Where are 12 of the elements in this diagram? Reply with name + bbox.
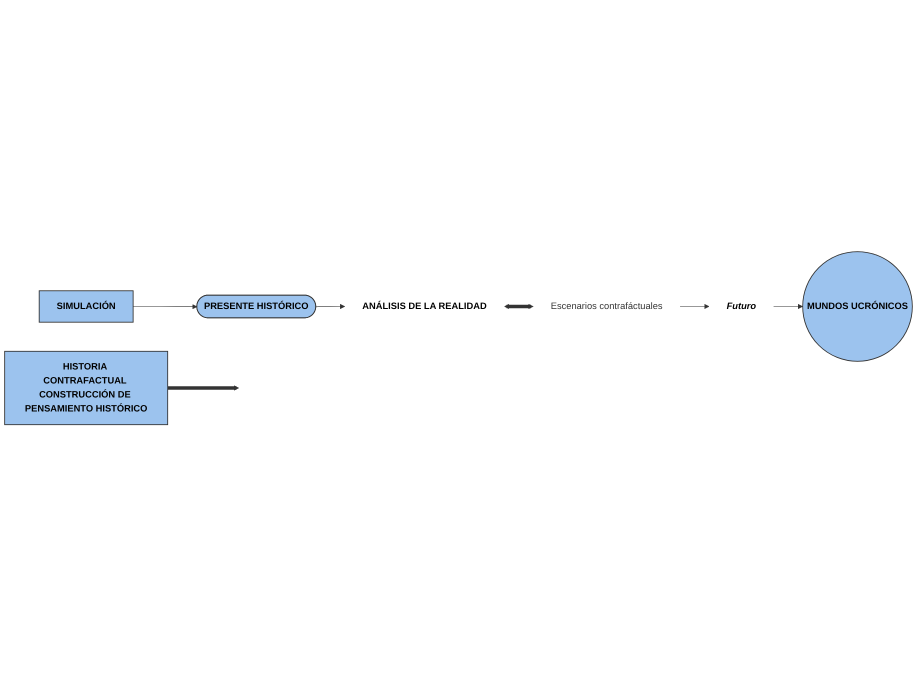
arrow (168, 386, 240, 391)
arrow (316, 304, 346, 310)
arrow (680, 304, 710, 310)
arrow (504, 304, 534, 310)
node-circle: MUNDOS UCRÓNICOS (802, 252, 913, 362)
arrow (132, 304, 198, 310)
node-text: ANÁLISIS DE LA REALIDAD (362, 302, 487, 312)
node-text: Escenarios contrafáctuales (550, 302, 663, 312)
node-box: SIMULACIÓN (38, 290, 134, 323)
node-box: HISTORIA CONTRAFACTUAL CONSTRUCCIÓN DE PENSAMIENTO HISTÓRICO (4, 351, 168, 426)
node-text: Futuro (726, 302, 756, 312)
arrow (773, 304, 803, 310)
